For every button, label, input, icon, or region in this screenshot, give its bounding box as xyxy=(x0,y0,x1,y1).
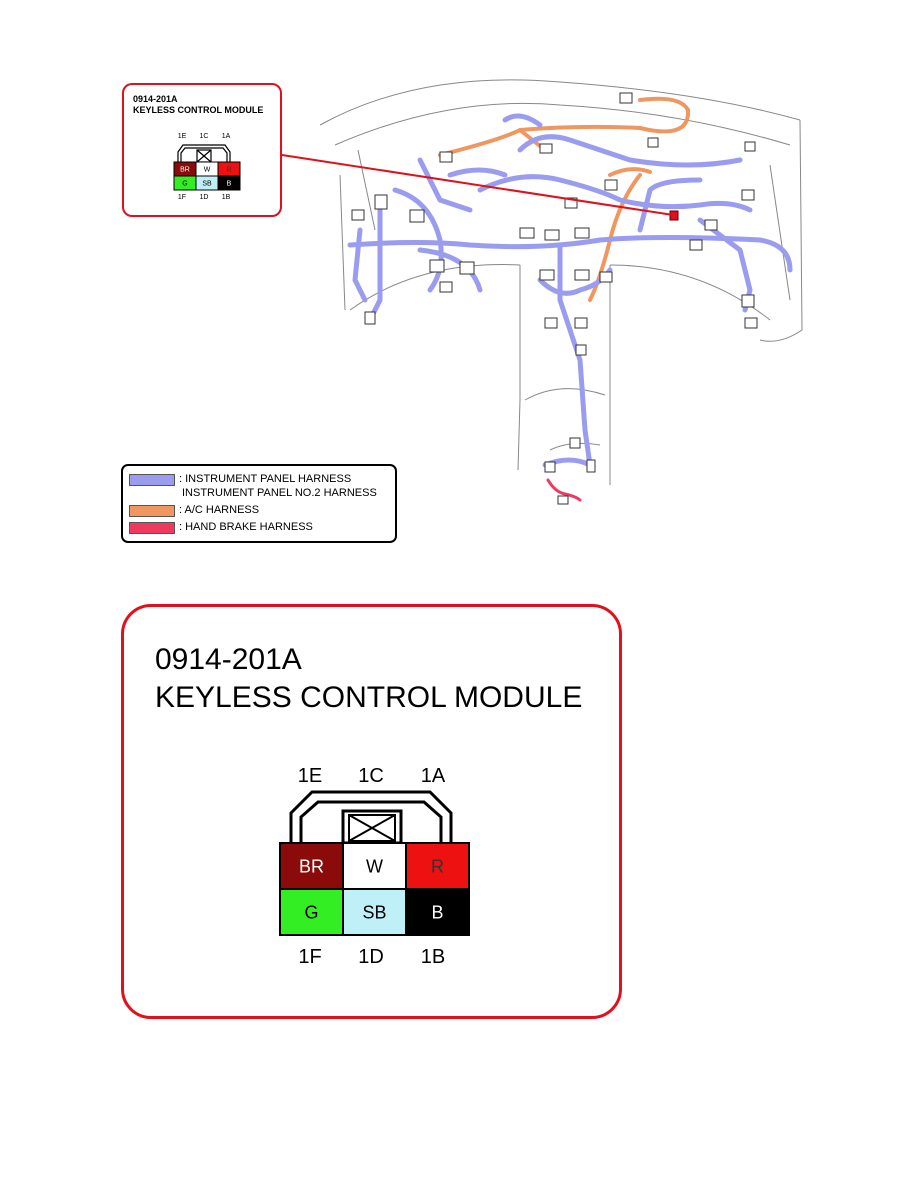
large-label-1a: 1A xyxy=(421,765,446,787)
small-connector-code: 0914-201A xyxy=(133,94,178,104)
small-label-1d: 1D xyxy=(200,194,209,201)
small-label-1f: 1F xyxy=(178,194,186,201)
small-pin-b xyxy=(217,175,241,191)
harness-legend: : INSTRUMENT PANEL HARNESS INSTRUMENT PA… xyxy=(121,464,397,543)
dashboard-wiring-illustration xyxy=(281,79,803,505)
large-label-1c: 1C xyxy=(358,765,384,787)
small-connector-name: KEYLESS CONTROL MODULE xyxy=(133,105,264,115)
legend-swatch-ac xyxy=(129,505,175,517)
large-pin-g xyxy=(279,888,344,936)
large-connector-code: 0914-201A xyxy=(155,643,302,676)
small-pin-label-b: B xyxy=(227,181,232,188)
legend-text-ac: : A/C HARNESS xyxy=(179,504,260,516)
legend-text-instrument-panel: : INSTRUMENT PANEL HARNESS xyxy=(179,473,352,485)
large-pin-label-br: BR xyxy=(299,856,324,876)
legend-swatch-hand-brake xyxy=(129,522,175,534)
small-connector-face: 1E 1C 1A 1F 1D 1B BR W R G SB B xyxy=(173,133,241,201)
large-pin-label-b: B xyxy=(431,902,443,922)
large-pin-label-sb: SB xyxy=(362,902,386,922)
legend-text-instrument-panel-no2: INSTRUMENT PANEL NO.2 HARNESS xyxy=(182,487,377,499)
legend-swatch-instrument-panel xyxy=(129,474,175,486)
large-pin-b xyxy=(405,888,470,936)
large-label-1d: 1D xyxy=(358,946,384,968)
small-pin-label-w: W xyxy=(204,167,211,174)
large-label-1f: 1F xyxy=(298,946,321,968)
large-pin-r xyxy=(405,842,470,890)
large-label-1e: 1E xyxy=(298,765,322,787)
large-connector-face: 1E 1C 1A 1F 1D 1B BR W R G SB B xyxy=(279,765,470,968)
connector-callout-large: 0914-201A KEYLESS CONTROL MODULE 1E 1C 1… xyxy=(121,604,622,1019)
small-label-1b: 1B xyxy=(222,194,231,201)
small-label-1e: 1E xyxy=(178,133,187,140)
connector-callout-small: 0914-201A KEYLESS CONTROL MODULE 1E 1C 1… xyxy=(122,83,282,217)
small-label-1c: 1C xyxy=(200,133,209,140)
small-pin-label-g: G xyxy=(182,181,187,188)
large-label-1b: 1B xyxy=(421,946,445,968)
small-label-1a: 1A xyxy=(222,133,231,140)
small-pin-label-br: BR xyxy=(180,167,190,174)
legend-text-hand-brake: : HAND BRAKE HARNESS xyxy=(179,521,313,533)
small-pin-label-sb: SB xyxy=(202,181,212,188)
small-pin-label-r: R xyxy=(226,167,231,174)
large-pin-label-w: W xyxy=(366,856,383,876)
large-pin-label-r: R xyxy=(431,856,444,876)
large-pin-label-g: G xyxy=(304,902,318,922)
large-connector-name: KEYLESS CONTROL MODULE xyxy=(155,681,583,714)
